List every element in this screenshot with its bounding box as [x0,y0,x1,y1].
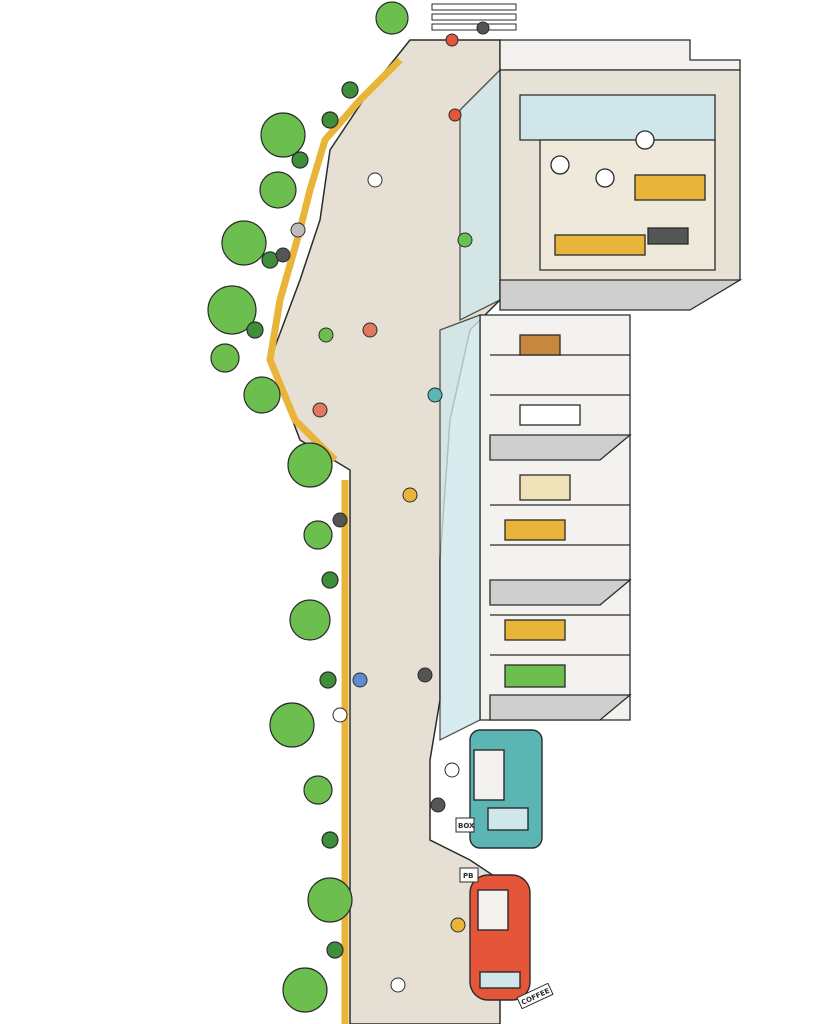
person [430,797,446,813]
cafe-table [635,130,655,150]
tree [303,775,333,805]
tree [287,442,333,488]
shrub [321,571,339,589]
greenery-belt [207,1,409,1013]
crosswalk [431,3,517,31]
tree [282,967,328,1013]
teal-van [469,729,543,849]
person [362,322,378,338]
cafe-building [459,39,743,322]
tree [303,520,333,550]
person [290,222,306,238]
person [318,327,334,343]
person [444,762,460,778]
person [352,672,368,688]
person [275,247,291,263]
shrub [321,831,339,849]
shrub [341,81,359,99]
cafe-shelf [634,174,706,201]
tree [260,112,306,158]
shop-building [439,314,632,742]
tree [243,376,281,414]
person [402,487,418,503]
cafe-table [550,155,570,175]
stand-sign-text: PB [463,872,473,880]
tree [375,1,409,35]
tree [221,220,267,266]
display-shelf [504,664,566,688]
person [312,402,328,418]
cafe-counter [554,234,646,256]
display-table [519,404,581,426]
display-table [519,334,561,356]
shrub [246,321,264,339]
tree [259,171,297,209]
person [332,512,348,528]
display-shelf [504,619,566,641]
pedestrians [275,21,490,993]
display-shelf [504,519,566,541]
shrub [326,941,344,959]
shrub [321,111,339,129]
tree [289,599,331,641]
tree [269,702,315,748]
tree [207,285,257,335]
person [476,21,490,35]
shrub [291,151,309,169]
person [332,707,348,723]
person [367,172,383,188]
person [390,977,406,993]
cafe-table [595,168,615,188]
tree [210,343,240,373]
display-table [519,474,571,501]
coffee-car [469,874,531,1001]
person [417,667,433,683]
coffee-machine [647,227,689,245]
stand-sign: PB [459,867,479,883]
tree [307,877,353,923]
shrub [319,671,337,689]
box-sign: BOX [455,817,475,833]
person [445,33,459,47]
person [427,387,443,403]
person [448,108,462,122]
person [457,232,473,248]
person [450,917,466,933]
box-sign-text: BOX [458,822,475,830]
